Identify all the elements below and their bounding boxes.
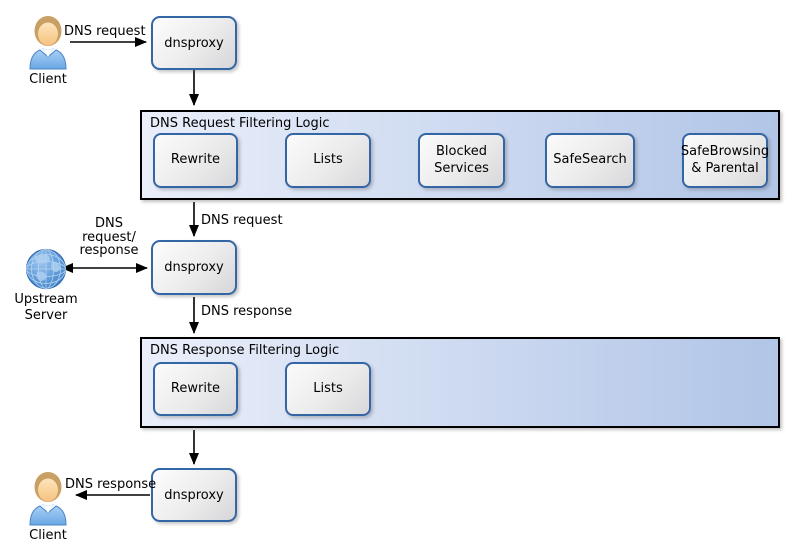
- actor-client-top: Client: [20, 14, 76, 88]
- actor-label: Upstream Server: [14, 292, 78, 323]
- stage-label: Rewrite: [170, 152, 221, 168]
- stage-safesearch: SafeSearch: [545, 133, 635, 188]
- edge-label-upstream-exchange: DNS request/ response: [79, 216, 139, 259]
- node-label: dnsproxy: [164, 487, 224, 503]
- stage-rewrite-request: Rewrite: [153, 133, 238, 188]
- stage-label: Blocked Services: [434, 144, 489, 176]
- stage-label: SafeBrowsing & Parental: [680, 144, 770, 176]
- stage-rewrite-response: Rewrite: [153, 362, 238, 416]
- response-pipeline-container: DNS Response Filtering Logic: [140, 337, 780, 428]
- stage-blocked-services: Blocked Services: [418, 133, 505, 188]
- stage-safebrowsing-parental: SafeBrowsing & Parental: [680, 133, 770, 188]
- edge-label-dns-response-mid: DNS response: [201, 304, 293, 319]
- actor-upstream-server: Upstream Server: [6, 248, 86, 323]
- stage-lists-response: Lists: [285, 362, 371, 416]
- actor-label: Client: [29, 528, 67, 543]
- globe-icon: [25, 248, 67, 290]
- node-label: dnsproxy: [164, 35, 224, 51]
- person-icon: [29, 16, 67, 70]
- node-label: dnsproxy: [164, 260, 224, 275]
- person-icon: [29, 472, 67, 526]
- node-dnsproxy-bottom: dnsproxy: [151, 468, 237, 522]
- edge-label-dns-request-top: DNS request: [64, 24, 146, 39]
- node-dnsproxy-top: dnsproxy: [151, 16, 237, 70]
- actor-label: Client: [29, 72, 67, 87]
- request-pipeline-title: DNS Request Filtering Logic: [150, 116, 330, 131]
- stage-label: Rewrite: [170, 380, 221, 396]
- edge-label-dns-response-bottom: DNS response: [65, 477, 157, 492]
- node-dnsproxy-middle: dnsproxy: [151, 240, 237, 295]
- actor-client-bottom: Client: [20, 470, 76, 544]
- edge-label-dns-request-mid: DNS request: [201, 213, 283, 228]
- stage-label: Lists: [313, 380, 343, 396]
- response-pipeline-title: DNS Response Filtering Logic: [150, 343, 340, 358]
- stage-label: SafeSearch: [553, 152, 627, 168]
- stage-label: Lists: [313, 152, 343, 168]
- stage-lists-request: Lists: [285, 133, 371, 188]
